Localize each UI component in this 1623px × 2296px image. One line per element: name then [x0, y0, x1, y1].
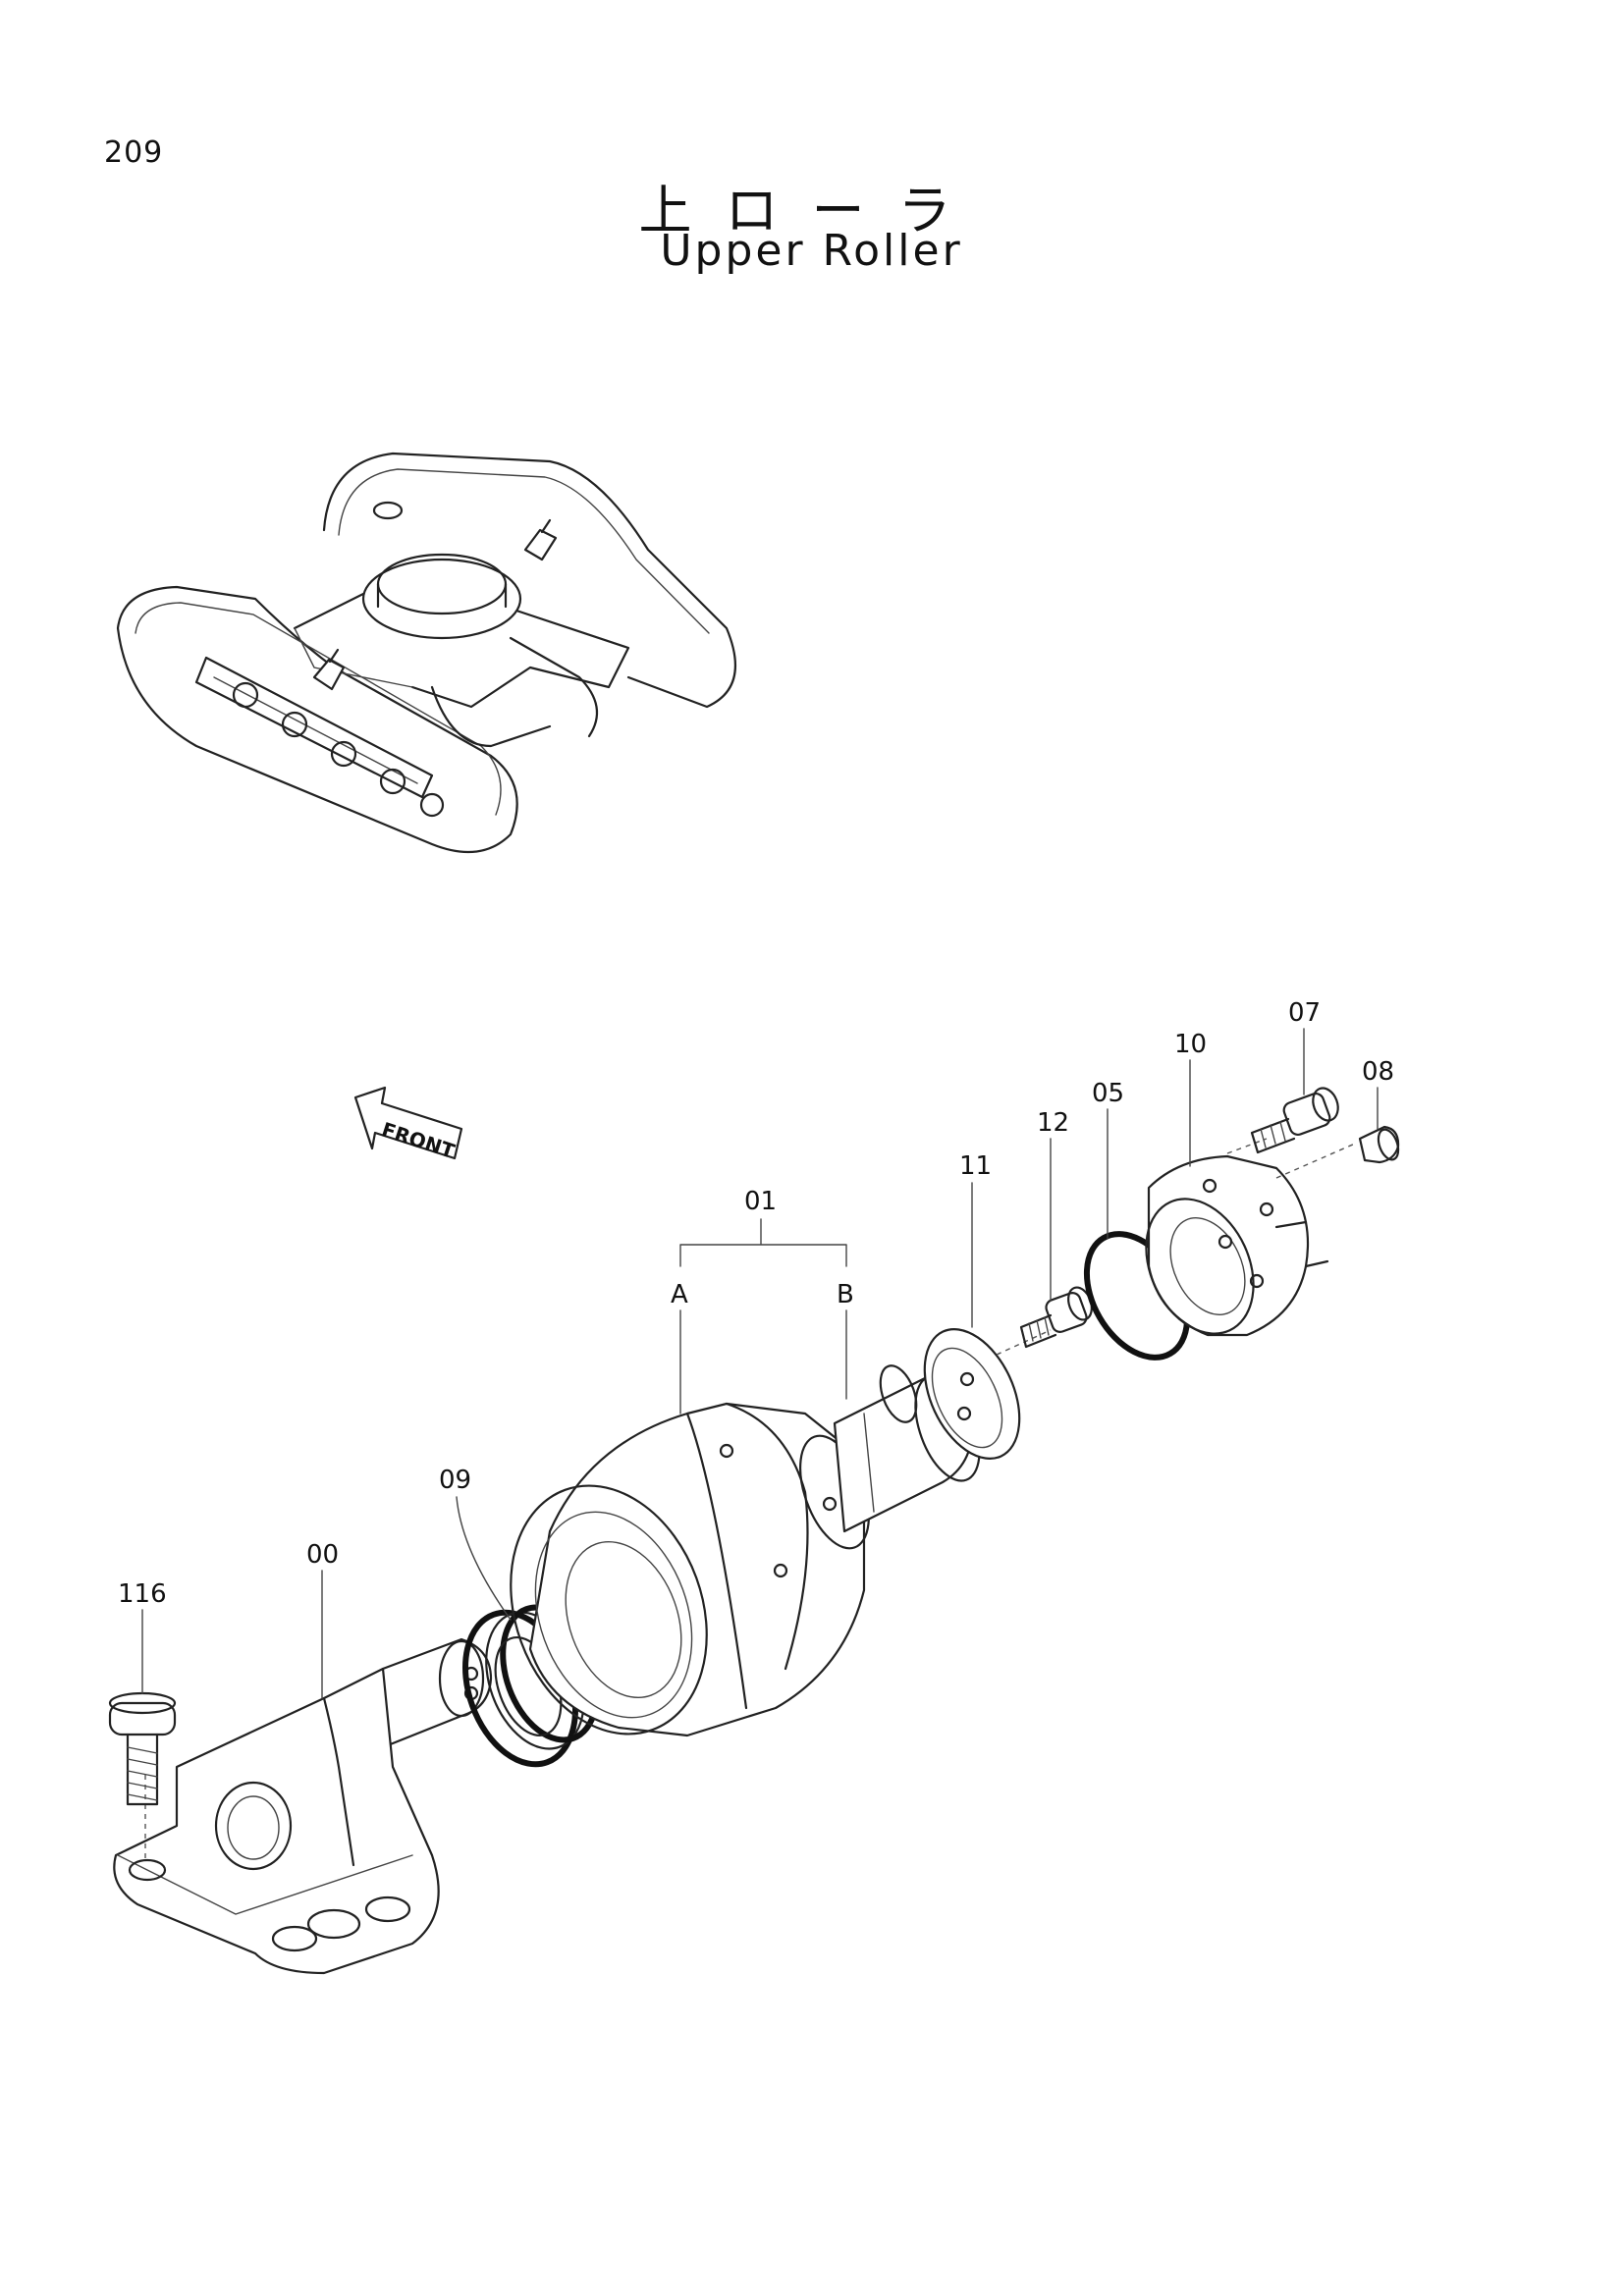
- label-12: 12: [1037, 1108, 1069, 1138]
- label-10: 10: [1174, 1030, 1207, 1059]
- title-japanese: 上ローラ: [638, 180, 985, 241]
- part-10-end-cap: [1145, 1138, 1356, 1337]
- label-07: 07: [1288, 998, 1321, 1028]
- title-english: Upper Roller: [660, 226, 963, 276]
- front-direction-marker: FRONT: [353, 1086, 463, 1163]
- label-a: A: [671, 1280, 688, 1309]
- part-00-bracket-shaft: [113, 1637, 493, 1975]
- label-00: 00: [306, 1540, 339, 1570]
- label-08: 08: [1362, 1057, 1394, 1087]
- undercarriage-overview-illustration: [116, 452, 737, 854]
- label-116: 116: [118, 1579, 167, 1609]
- part-116-bolt: [108, 1691, 177, 1806]
- label-05: 05: [1092, 1079, 1124, 1108]
- part-11-thrust-plate: [923, 1328, 1052, 1460]
- part-07-bolt: [1250, 1087, 1339, 1154]
- label-b: B: [837, 1280, 854, 1309]
- part-12-plug-bolt: [1019, 1286, 1093, 1349]
- label-01: 01: [744, 1187, 777, 1216]
- leader-lines: [141, 1028, 1379, 1699]
- page-number: 209: [104, 135, 164, 170]
- label-09: 09: [439, 1466, 471, 1495]
- label-11: 11: [959, 1151, 992, 1181]
- part-01-roller: [510, 1364, 981, 1737]
- part-08-plug: [1358, 1125, 1400, 1164]
